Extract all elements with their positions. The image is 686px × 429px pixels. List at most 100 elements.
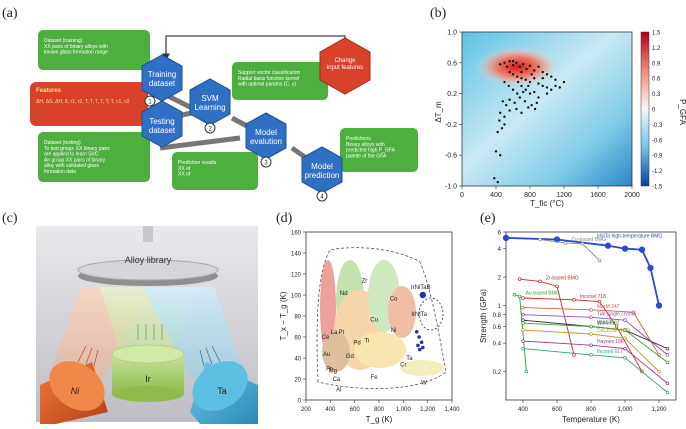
heatmap-point — [525, 67, 528, 71]
e-series-point — [538, 237, 542, 242]
heatmap-point — [511, 88, 515, 91]
irnita-point — [416, 343, 420, 348]
heatmap-point — [541, 84, 544, 88]
heatmap-point — [498, 119, 501, 122]
d-y-tick-label: 160 — [291, 231, 302, 237]
ir-particles — [137, 324, 163, 340]
panel-label-e: (e) — [480, 211, 496, 226]
heatmap-point — [503, 123, 506, 126]
colorbar-tick-label: 0.3 — [652, 92, 661, 98]
d-element-label: Zr — [362, 278, 368, 284]
features-title: Features — [36, 88, 62, 94]
heatmap-y-ticks: 1.00.60.2-0.2-0.6-1.0 — [445, 30, 462, 191]
heatmap-point — [520, 70, 523, 74]
d-y-tick-label: 20 — [294, 378, 301, 384]
heatmap-point — [520, 84, 523, 88]
heatmap-point — [505, 65, 509, 68]
e-series-point — [665, 353, 670, 357]
e-series-point — [521, 321, 525, 325]
e-series-label: Au-based BMG — [526, 290, 560, 296]
heatmap-x-tick-label: 400 — [490, 192, 502, 199]
d-x-tick-label: 600 — [350, 407, 361, 413]
e-series-line — [522, 314, 668, 356]
e-y-tick-label: 1 — [498, 304, 502, 310]
heatmap-point — [516, 75, 519, 78]
d-element-label: Ce — [322, 335, 330, 341]
heatmap-point — [523, 100, 527, 103]
e-series-point — [665, 390, 670, 395]
e-y-tick-label: 0.6 — [493, 325, 502, 331]
features-text: ΔH, ΔS, ΔH, δ, r1, r2, T, T, T, T, T, T,… — [36, 99, 130, 105]
e-series-line — [539, 239, 600, 261]
heatmap-point — [520, 77, 523, 80]
d-y-tick-label: 80 — [294, 315, 301, 321]
d-y-tick-label: 60 — [294, 336, 301, 342]
heatmap-point — [516, 92, 519, 95]
ni-particles — [77, 345, 99, 367]
heatmap-point — [554, 84, 557, 88]
heatmap-point — [533, 77, 536, 80]
e-series-point — [665, 360, 670, 365]
features-box: Features ΔH, ΔS, ΔH, δ, r1, r2, T, T, T,… — [30, 82, 148, 126]
heatmap-point — [515, 61, 518, 64]
ir-label: Ir — [145, 374, 151, 384]
ta-beam — [142, 287, 246, 378]
heatmap-x-tick-label: 2000 — [624, 192, 640, 199]
e-series-point — [597, 299, 602, 304]
heatmap-x-tick-label: 800 — [524, 192, 536, 199]
d-element-label: Pt — [338, 330, 344, 336]
irnitab-point — [419, 291, 426, 299]
heatmap-x-tick-label: 0 — [460, 192, 464, 199]
d-y-tick-label: 0 — [298, 399, 302, 405]
d-y-label: T_x − T_g (K) — [279, 291, 288, 340]
heatmap-point — [513, 101, 516, 105]
e-y-tick-label: 0.8 — [493, 313, 502, 319]
heatmap-point — [518, 96, 521, 99]
colorbar-tick-label: -1.5 — [652, 185, 663, 191]
heatmap-x-label: T_fic (°C) — [530, 199, 564, 208]
heatmap-point — [524, 88, 527, 91]
heatmap-point — [528, 80, 532, 84]
d-y-tick-label: 120 — [291, 273, 302, 279]
e-series-point — [521, 339, 525, 343]
e-series-point — [521, 312, 525, 317]
d-element-label: Au — [323, 352, 330, 358]
heatmap-point — [503, 61, 506, 64]
e-y-tick-label: 6 — [498, 231, 502, 237]
e-series-label: Co-based BMG — [572, 237, 607, 243]
e-series-point — [665, 381, 670, 386]
colorbar-tick-label: -0.6 — [652, 138, 663, 144]
colorbar-tick-label: -0.9 — [652, 154, 663, 160]
colorbar-tick-label: 0.6 — [652, 77, 661, 83]
heatmap-point — [528, 64, 532, 68]
heatmap-point — [499, 63, 502, 66]
d-element-label: W — [421, 380, 427, 386]
green-box-testing-text: Dataset (testing)To test group: XX binar… — [44, 140, 110, 175]
e-series-point — [502, 234, 510, 242]
d-x-tick-label: 200 — [301, 407, 312, 413]
e-x-tick-label: 800 — [586, 407, 597, 413]
e-series-point — [623, 346, 627, 351]
heatmap-point — [499, 111, 502, 115]
irnita-point — [414, 329, 419, 334]
heatmap-point — [530, 73, 533, 76]
heatmap-point — [533, 90, 536, 94]
e-series-point — [604, 242, 612, 249]
e-series-point — [589, 324, 593, 329]
e-series-point — [589, 315, 593, 320]
e-series-point — [623, 356, 627, 360]
heatmap-point — [537, 96, 540, 99]
heatmap-point — [501, 100, 504, 103]
colorbar-tick-label: 1.2 — [652, 46, 661, 52]
heatmap-frame — [461, 31, 633, 187]
heatmap-point — [537, 82, 540, 85]
ni-target: Ni — [40, 361, 108, 424]
d-x-tick-label: 1,000 — [396, 407, 412, 413]
